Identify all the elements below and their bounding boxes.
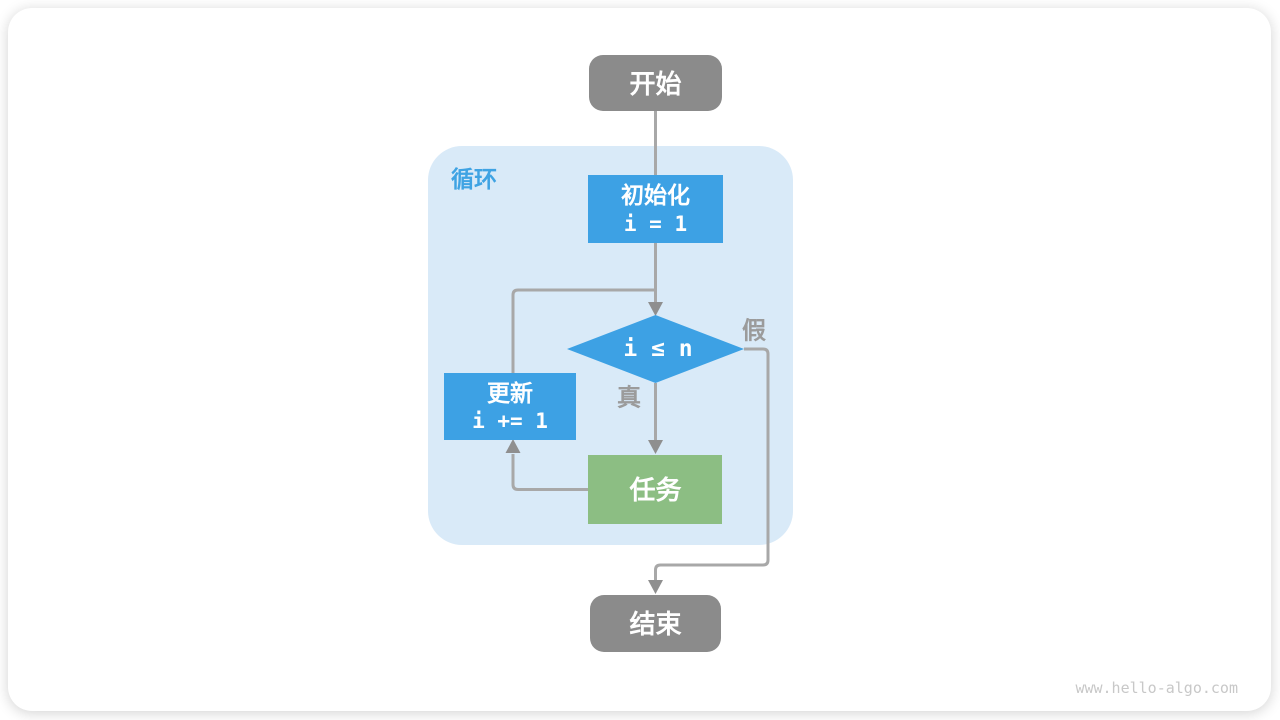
init-node — [588, 175, 723, 243]
arrowhead-into-update — [505, 439, 521, 453]
end-node-label: 结束 — [629, 609, 682, 639]
loop-container-label: 循环 — [451, 166, 497, 192]
arrowhead-into-condition — [648, 302, 663, 316]
update-node-code: i += 1 — [472, 409, 548, 433]
arrowhead-into-end — [648, 580, 663, 594]
start-node-label: 开始 — [629, 69, 681, 99]
arrowhead-into-task — [648, 440, 663, 454]
start-node — [589, 55, 722, 111]
edge-task-to-update — [511, 454, 588, 491]
branch-false-label: 假 — [742, 318, 766, 345]
update-node — [444, 373, 576, 440]
init-node-code: i = 1 — [624, 212, 687, 236]
edge-update-to-condition — [511, 288, 656, 373]
condition-node-label: i ≤ n — [623, 336, 692, 362]
init-node-label: 初始化 — [621, 182, 690, 208]
task-node-label: 任务 — [628, 475, 681, 505]
task-node — [588, 455, 722, 524]
update-node-label: 更新 — [487, 380, 533, 406]
branch-true-label: 真 — [617, 384, 641, 412]
watermark: www.hello-algo.com — [1075, 679, 1238, 697]
edge-condition-to-end — [654, 347, 770, 581]
end-node — [590, 595, 721, 652]
condition-node — [567, 315, 744, 383]
